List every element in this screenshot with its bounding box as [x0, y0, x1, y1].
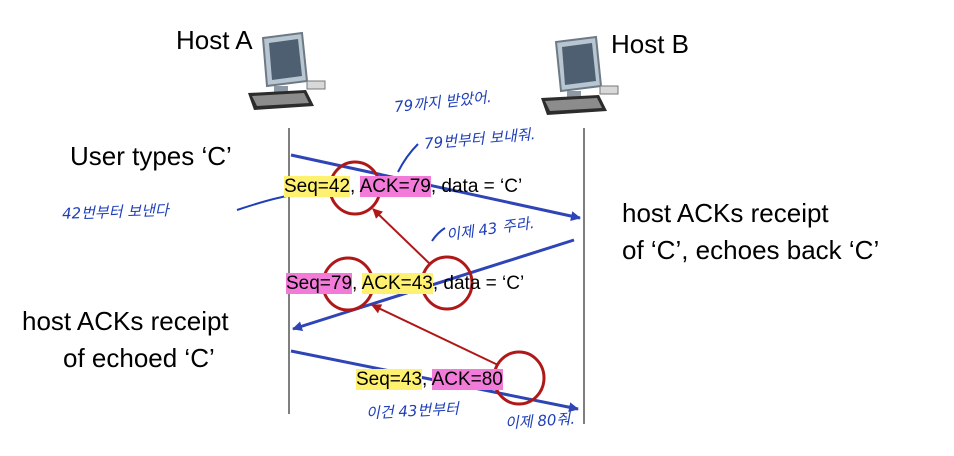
host-b-label: Host B	[611, 29, 690, 59]
data-field: , data = ‘C’	[432, 273, 525, 294]
host-b-computer-icon	[541, 35, 619, 115]
segment-label-3: Seq=43, ACK=80	[356, 369, 503, 390]
segment-label-2: Seq=79, ACK=43, data = ‘C’	[286, 273, 525, 294]
pointer-stroke-mid	[431, 227, 446, 242]
pointer-stroke-left	[236, 195, 288, 211]
event-user-types: User types ‘C’	[70, 141, 232, 171]
annotation-left: 42번부터 보낸다	[61, 201, 169, 223]
event-ack-receipt-line2: of ‘C’, echoes back ‘C’	[622, 235, 880, 265]
seq-field: Seq=43	[356, 369, 423, 390]
seq-field: Seq=42	[284, 176, 351, 197]
event-ack-receipt-line1: host ACKs receipt	[622, 198, 829, 228]
data-field: , data = ‘C’	[430, 176, 523, 197]
host-a-label: Host A	[176, 25, 253, 55]
event-ack-echo-line2: of echoed ‘C’	[63, 343, 215, 373]
host-a-computer-icon	[248, 31, 326, 110]
segment-label-1: Seq=42, ACK=79, data = ‘C’	[284, 176, 523, 197]
segment-arrow-b-to-a	[292, 238, 575, 332]
relation-arrow-43-to-42	[372, 208, 431, 265]
pointer-stroke-top	[397, 143, 419, 173]
ack-field: ACK=79	[359, 176, 431, 197]
segment-arrow-a-to-b-1	[290, 153, 581, 221]
seq-field: Seq=79	[286, 273, 353, 294]
ack-field: ACK=80	[431, 369, 503, 390]
ack-field: ACK=43	[361, 273, 433, 294]
event-ack-echo-line1: host ACKs receipt	[22, 306, 229, 336]
relation-arrow-80-to-79	[371, 304, 499, 366]
